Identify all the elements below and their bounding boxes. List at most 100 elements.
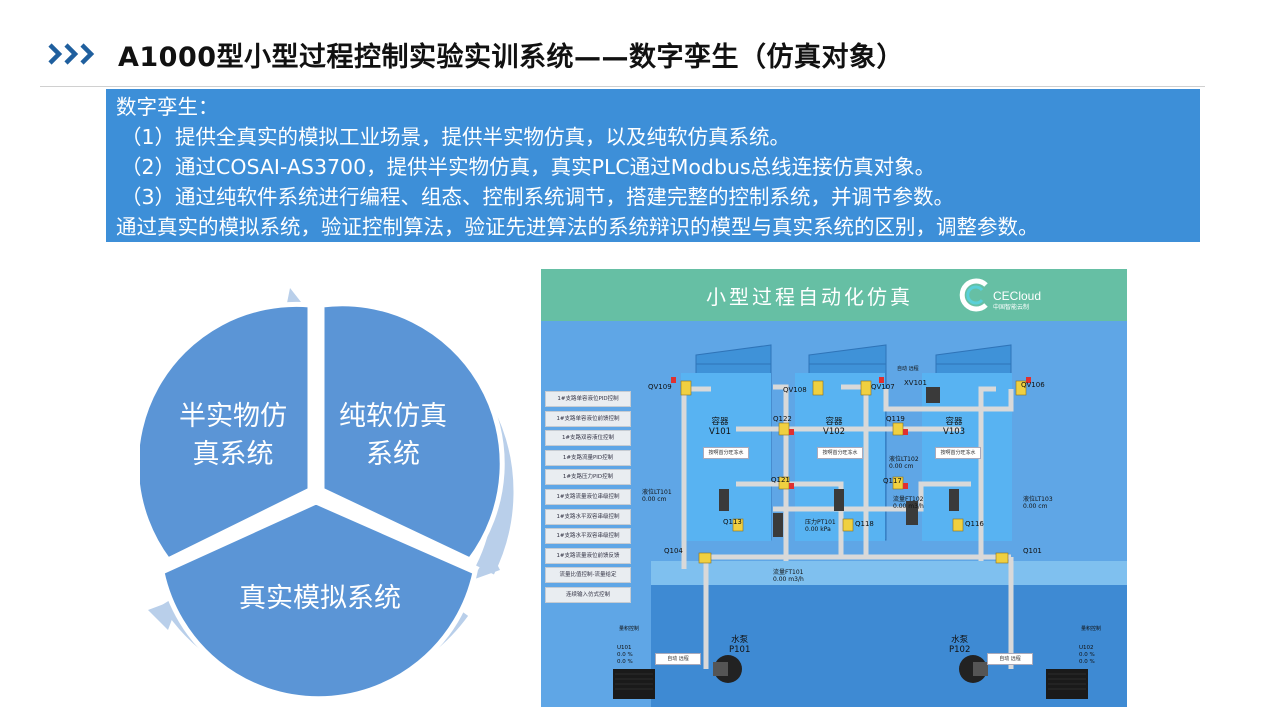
intro-item: （2）通过COSAI-AS3700，提供半实物仿真，真实PLC通过Modbus总…	[121, 155, 936, 179]
control-mode-list: 1#支路单容液位PID控制 1#支路单容液位前馈控制 1#支路双容液位控制 1#…	[545, 391, 631, 607]
freq-unit: %	[627, 652, 633, 658]
control-mode-button[interactable]: 1#支路水平双容串级控制	[545, 508, 631, 525]
control-mode-button[interactable]: 1#支路压力PID控制	[545, 469, 631, 486]
segment-label-semi-physical: 半实物仿 真系统	[168, 398, 298, 474]
scada-panel: 小型过程自动化仿真 CECloud 中国智能云制	[541, 269, 1127, 707]
flow-readout-ft101: 流量FT101 0.00 m3/h	[773, 567, 804, 583]
control-mode-button[interactable]: 流量比值控制-流量给定	[545, 567, 631, 584]
level-label: 液位LT103	[1023, 496, 1053, 503]
segment-text: 纯软仿真 系统	[339, 401, 447, 470]
tank-name: 容器	[945, 417, 963, 427]
control-mode-button[interactable]: 1#支路流量PID控制	[545, 449, 631, 466]
control-mode-button[interactable]: 1#支路单容液位PID控制	[545, 391, 631, 407]
intro-item: （3）通过纯软件系统进行编程、组态、控制系统调节，搭建完整的控制系统，并调节参数…	[121, 185, 955, 209]
valve-label: XV101	[904, 379, 927, 387]
level-label: 液位LT102	[889, 456, 919, 463]
level-value: 0.00	[889, 463, 903, 470]
pump-id: P102	[949, 645, 971, 655]
tank-id: V103	[943, 427, 966, 437]
pressure-value: 0.00	[805, 526, 819, 533]
level-value: 0.00	[1023, 503, 1037, 510]
logo-text: CECloud	[993, 289, 1042, 303]
tank-id: V102	[823, 427, 846, 437]
intro-heading: 数字孪生：	[116, 95, 219, 119]
flow-label: 流量FT102	[893, 496, 924, 503]
pump-name: 水泵	[951, 635, 969, 645]
cycle-graphic	[133, 288, 514, 702]
level-unit: cm	[904, 463, 914, 470]
logo-subtext: 中国智能云制	[993, 304, 1030, 311]
segment-text: 真实模拟系统	[239, 583, 401, 614]
level-label: 液位LT101	[642, 489, 672, 496]
valve-label: Q119	[886, 415, 905, 423]
pump-mode-button-p102[interactable]: 自动 远程	[987, 653, 1033, 665]
tank-id: V101	[709, 427, 732, 437]
scada-title: 小型过程自动化仿真	[706, 285, 913, 309]
freq-readout-u101: U101 0.0 % 0.0 %	[617, 645, 633, 666]
intro-footer: 通过真实的模拟系统，验证控制算法，验证先进算法的系统辩识的模型与真实系统的区别，…	[116, 215, 1039, 239]
valve-label: Q101	[1023, 547, 1042, 555]
cycle-diagram: 半实物仿 真系统 纯软仿真 系统 真实模拟系统	[133, 280, 520, 702]
freq-ctrl-label[interactable]: 量积控制	[1081, 626, 1102, 632]
freq-ctrl-label[interactable]: 量积控制	[619, 626, 640, 632]
valve-label: QV108	[783, 386, 807, 394]
valve-label: QV107	[871, 383, 895, 391]
segment-text: 半实物仿 真系统	[179, 401, 287, 470]
valve-label: Q118	[855, 520, 874, 528]
valve-label: Q117	[883, 477, 902, 485]
pressure-unit: kPa	[820, 526, 831, 533]
control-mode-button[interactable]: 1#支路单容液位前馈控制	[545, 410, 631, 427]
intro-item: （1）提供全真实的模拟工业场景，提供半实物仿真，以及纯软仿真系统。	[121, 125, 791, 149]
flow-unit: m3/h	[908, 503, 924, 510]
pressure-label: 压力PT101	[805, 519, 836, 526]
freq-value: 0.0	[617, 659, 626, 665]
intro-box: 数字孪生： （1）提供全真实的模拟工业场景，提供半实物仿真，以及纯软仿真系统。 …	[106, 89, 1200, 242]
valve-label: Q121	[771, 476, 790, 484]
auto-mode-label: 自动 远程	[897, 366, 919, 372]
freq-value: 0.0	[1079, 652, 1088, 658]
tank-button-v102[interactable]: 按啊首分旺冻水	[817, 447, 863, 459]
level-value: 0.00	[642, 496, 656, 503]
tank-button-v103[interactable]: 按啊首分旺冻水	[935, 447, 981, 459]
pump-label-p101: 水泵 P101	[729, 635, 750, 655]
tank-label-v103: 容器 V103	[943, 417, 965, 437]
segment-label-real: 真实模拟系统	[220, 580, 420, 618]
freq-id: U102	[1079, 645, 1094, 651]
level-unit: cm	[1038, 503, 1048, 510]
level-readout-lt103: 液位LT103 0.00 cm	[1023, 494, 1053, 510]
valve-label: QV106	[1021, 381, 1045, 389]
valve-label: Q113	[723, 518, 742, 526]
valve-label: Q116	[965, 520, 984, 528]
title-row: A1000型小型过程控制实验实训系统——数字孪生（仿真对象）	[48, 34, 904, 74]
flow-label: 流量FT101	[773, 569, 804, 576]
freq-unit: %	[627, 659, 633, 665]
page-title: A1000型小型过程控制实验实训系统——数字孪生（仿真对象）	[118, 41, 905, 73]
pump-mode-button-p101[interactable]: 自动 远程	[655, 653, 701, 665]
control-mode-button[interactable]: 1#支路水平双容串级控制	[545, 528, 631, 545]
control-mode-button[interactable]: 1#支路流量液位前馈反馈	[545, 547, 631, 564]
control-mode-button[interactable]: 连续输入仿式控制	[545, 586, 631, 603]
pump-label-p102: 水泵 P102	[949, 635, 970, 655]
flow-readout-ft102: 流量FT102 0.00 m3/h	[893, 494, 924, 510]
tank-button-v101[interactable]: 按啊首分旺冻水	[703, 447, 749, 459]
tank-name: 容器	[711, 417, 729, 427]
valve-label: Q122	[773, 415, 792, 423]
tank-label-v101: 容器 V101	[709, 417, 731, 437]
freq-value: 0.0	[617, 652, 626, 658]
level-readout-lt101: 液位LT101 0.00 cm	[642, 487, 672, 503]
control-mode-button[interactable]: 1#支路双容液位控制	[545, 430, 631, 447]
valve-label: Q104	[664, 547, 683, 555]
pump-name: 水泵	[731, 635, 749, 645]
level-readout-lt102: 液位LT102 0.00 cm	[889, 454, 919, 470]
freq-unit: %	[1089, 659, 1095, 665]
tank-label-v102: 容器 V102	[823, 417, 845, 437]
chevron-right-icon	[48, 42, 102, 66]
freq-value: 0.0	[1079, 659, 1088, 665]
pump-id: P101	[729, 645, 751, 655]
tank-name: 容器	[825, 417, 843, 427]
cecloud-logo-icon	[959, 278, 988, 312]
freq-unit: %	[1089, 652, 1095, 658]
flow-value: 0.00	[773, 576, 787, 583]
title-divider	[40, 86, 1205, 87]
control-mode-button[interactable]: 1#支路流量液位串级控制	[545, 488, 631, 505]
